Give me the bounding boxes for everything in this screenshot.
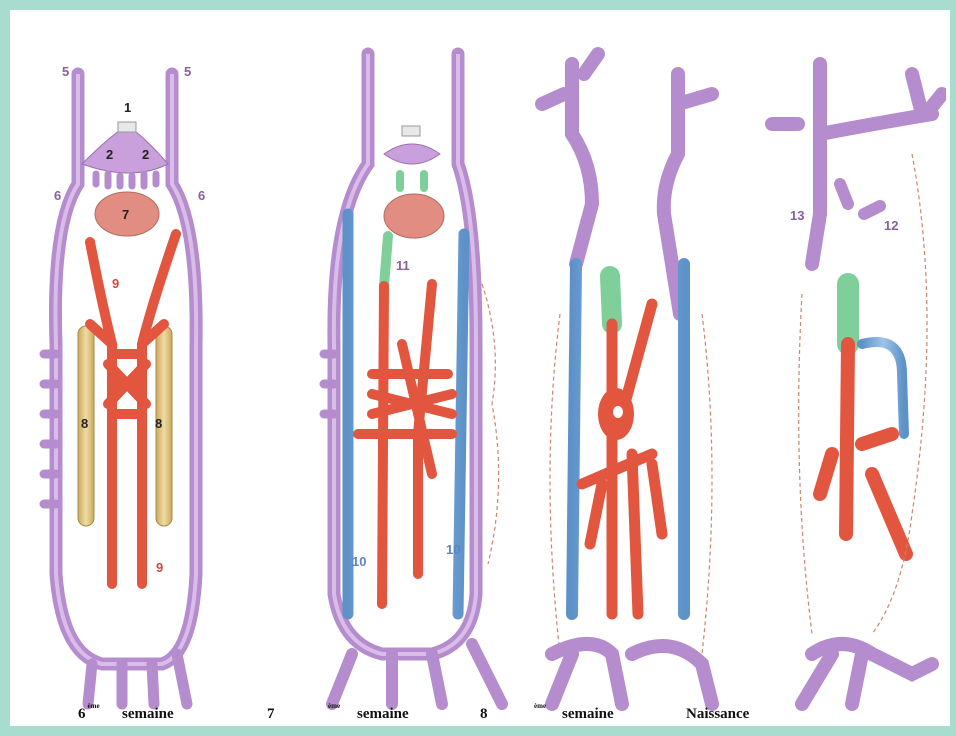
label-6-left: 6 xyxy=(54,188,61,203)
panel-birth: 13 12 xyxy=(772,64,942,704)
label-12: 12 xyxy=(884,218,898,233)
caption-birth: Naissance xyxy=(686,706,749,723)
label-9-bottom: 9 xyxy=(156,560,163,575)
panel-week-7: 11 10 10 xyxy=(324,54,502,704)
label-10-left: 10 xyxy=(352,554,366,569)
label-10-right: 10 xyxy=(446,542,460,557)
label-9-top: 9 xyxy=(112,276,119,291)
label-5-right: 5 xyxy=(184,64,191,79)
ivc-birth xyxy=(820,344,906,554)
label-7: 7 xyxy=(122,207,129,222)
label-2-right: 2 xyxy=(142,147,149,162)
sinus-venosus xyxy=(82,126,168,173)
ivc-red xyxy=(582,304,662,614)
caption-week-8-sup: ème xyxy=(532,706,546,723)
hepatic-segment xyxy=(384,236,388,286)
label-6-right: 6 xyxy=(198,188,205,203)
caption-week-7-sup: ème xyxy=(326,706,340,723)
panel-week-8 xyxy=(542,54,712,704)
label-2-left: 2 xyxy=(106,147,113,162)
label-8-left: 8 xyxy=(81,416,88,431)
panel-week-6: 5 5 1 2 2 6 6 7 9 8 8 9 xyxy=(44,64,205,704)
caption-week-7-word: semaine xyxy=(357,706,409,723)
label-1: 1 xyxy=(124,100,131,115)
caption-week-8-word: semaine xyxy=(562,706,614,723)
diagram-canvas: 5 5 1 2 2 6 6 7 9 8 8 9 11 10 10 xyxy=(12,14,946,722)
venous-development-diagram: 5 5 1 2 2 6 6 7 9 8 8 9 11 10 10 xyxy=(12,14,946,722)
label-13: 13 xyxy=(790,208,804,223)
caption-week-7: 7 xyxy=(267,706,275,723)
label-5-left: 5 xyxy=(62,64,69,79)
caption-week-8: 8 xyxy=(480,706,488,723)
label-8-right: 8 xyxy=(155,416,162,431)
label-11: 11 xyxy=(396,258,410,273)
caption-week-6-word: semaine xyxy=(122,706,174,723)
